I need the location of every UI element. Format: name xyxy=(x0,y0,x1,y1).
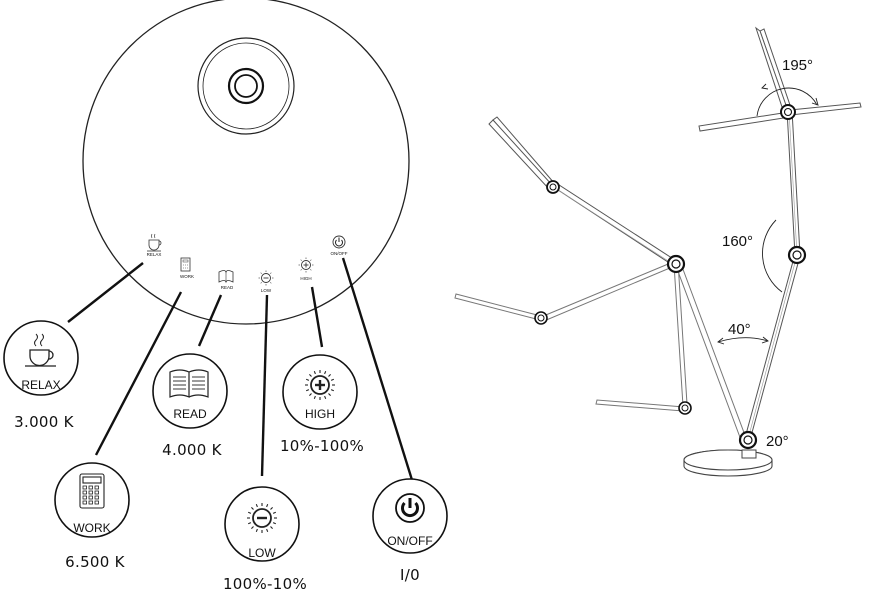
arm-angle-label: 40° xyxy=(728,321,751,338)
panel-relax-label: RELAX xyxy=(147,252,162,257)
onoff-button-label: ON/OFF xyxy=(387,534,432,548)
lamp-base-top-view xyxy=(82,0,410,325)
joint-knobs xyxy=(534,104,807,450)
coffee-cup-icon xyxy=(25,333,56,367)
control-panel: RELAX WORK READ LOW xyxy=(82,0,410,325)
high-value: 10%-100% xyxy=(280,437,364,455)
lamp-articulation-diagram: 195° 160° 40° 20° xyxy=(454,26,862,477)
calculator-icon xyxy=(79,473,105,509)
work-button[interactable]: WORK xyxy=(54,462,130,538)
low-value: 100%-10% xyxy=(223,575,307,593)
high-button[interactable]: HIGH xyxy=(282,354,358,430)
lamp-base xyxy=(683,449,773,477)
power-icon xyxy=(395,493,425,523)
angle-arcs xyxy=(717,83,819,345)
panel-low-icon: LOW xyxy=(258,270,274,293)
base-angle-label: 20° xyxy=(766,433,789,450)
work-value: 6.500 K xyxy=(65,553,126,571)
head-angle-label: 195° xyxy=(782,57,813,74)
lamp-stem-socket xyxy=(197,37,295,135)
read-button[interactable]: READ xyxy=(152,353,228,429)
panel-onoff-icon: ON/OFF xyxy=(331,235,348,256)
panel-read-icon: READ xyxy=(218,270,234,290)
high-button-label: HIGH xyxy=(305,407,335,421)
panel-high-label: HIGH xyxy=(300,276,311,281)
forward-arm xyxy=(488,116,679,267)
panel-work-icon: WORK xyxy=(180,257,194,279)
panel-high-icon: HIGH xyxy=(298,257,314,281)
brightness-down-icon xyxy=(247,503,277,533)
elbow-angle-label: 160° xyxy=(722,233,753,250)
pivot-knob xyxy=(227,67,265,105)
panel-onoff-label: ON/OFF xyxy=(331,251,348,256)
low-button-label: LOW xyxy=(248,546,276,560)
open-book-icon xyxy=(169,369,209,398)
low-button[interactable]: LOW xyxy=(224,486,300,562)
onoff-value: I/0 xyxy=(400,566,420,584)
panel-read-label: READ xyxy=(221,285,234,290)
brightness-up-icon xyxy=(305,370,335,400)
onoff-button[interactable]: ON/OFF xyxy=(372,478,448,554)
relax-button-label: RELAX xyxy=(21,378,60,392)
work-button-label: WORK xyxy=(73,521,110,535)
panel-relax-icon: RELAX xyxy=(147,233,162,257)
read-value: 4.000 K xyxy=(162,441,223,459)
read-button-label: READ xyxy=(173,407,207,421)
leader-lines xyxy=(67,257,414,481)
relax-value: 3.000 K xyxy=(14,413,75,431)
panel-work-label: WORK xyxy=(180,274,194,279)
alt-arm-position xyxy=(454,261,747,441)
panel-low-label: LOW xyxy=(261,288,272,293)
relax-button[interactable]: RELAX xyxy=(3,320,79,396)
